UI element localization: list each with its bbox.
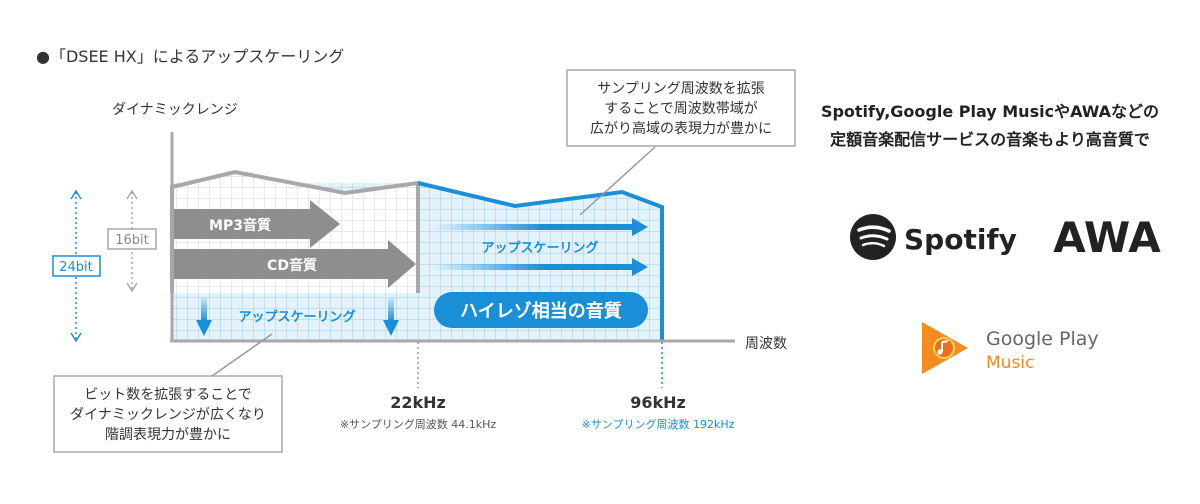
upscale-arrow-upper-shaft — [434, 224, 634, 230]
hires-outline — [417, 181, 664, 342]
range-24bit-top-arrow — [70, 189, 82, 200]
range-16bit-top-arrow — [126, 189, 138, 200]
gplay-wordmark-line-1: Google Play — [986, 328, 1099, 350]
google-play-music-logo: Google Play Music — [922, 322, 1099, 374]
freq-22khz-note: ※サンプリング周波数 44.1kHz — [340, 417, 497, 431]
down-arrow-right-head — [383, 320, 399, 336]
down-arrow-left-shaft — [201, 298, 207, 322]
cd-arrow — [174, 240, 416, 288]
label-16bit: 16bit — [115, 233, 149, 248]
callout-top-line-3: 広がり高域の表現力が豊かに — [590, 120, 772, 137]
upscale-arrow-lower-shaft — [434, 264, 634, 270]
callout-top-line-2: することで周波数帯域が — [604, 101, 758, 117]
down-arrow-left-head — [196, 320, 212, 336]
spotify-logo: Spotify — [850, 214, 1017, 260]
hires-badge-label: ハイレゾ相当の音質 — [460, 300, 622, 322]
label-24bit: 24bit — [59, 260, 93, 275]
upscale-arrow-lower-head — [632, 258, 648, 276]
down-arrow-right-shaft — [388, 298, 394, 322]
callout-bottom-line-2: ダイナミックレンジが広くなり — [70, 407, 266, 423]
callout-bottom-line-3: 階調表現力が豊かに — [105, 427, 231, 443]
callout-bottom-pointer — [211, 333, 273, 377]
services-line-1: Spotify,Google Play MusicやAWAなどの — [820, 102, 1160, 121]
label-16bit-box — [107, 228, 157, 250]
cd-label: CD音質 — [267, 257, 317, 274]
y-axis-label: ダイナミックレンジ — [112, 102, 238, 118]
mp3-arrow — [174, 200, 340, 248]
freq-96khz-label: 96kHz — [630, 393, 686, 412]
awa-logo: AWA — [1053, 213, 1161, 262]
callout-top-pointer — [579, 146, 656, 216]
freq-22khz-label: 22kHz — [390, 393, 446, 412]
hires-badge — [434, 292, 648, 328]
callout-top — [566, 69, 796, 147]
upscale-freq-label: アップスケーリング — [481, 240, 598, 256]
range-24bit-bottom-arrow — [70, 332, 82, 343]
spotify-wordmark: Spotify — [904, 223, 1017, 256]
page-title: ●「DSEE HX」によるアップスケーリング — [36, 47, 344, 66]
upscale-bit-label: アップスケーリング — [238, 309, 355, 325]
callout-top-line-1: サンプリング周波数を拡張 — [597, 81, 765, 97]
services-description: Spotify,Google Play MusicやAWAなどの 定額音楽配信サ… — [800, 98, 1180, 154]
label-24bit-box — [52, 255, 101, 277]
services-line-2: 定額音楽配信サービスの音楽もより高音質で — [830, 130, 1150, 149]
mp3-label: MP3音質 — [209, 217, 271, 234]
upscale-arrow-upper-head — [632, 218, 648, 236]
x-axis-label: 周波数 — [745, 336, 787, 352]
range-16bit-bottom-arrow — [126, 282, 138, 293]
freq-96khz-note: ※サンプリング周波数 192kHz — [582, 417, 735, 431]
callout-bottom-line-1: ビット数を拡張することで — [84, 387, 252, 403]
gplay-wordmark-line-2: Music — [986, 353, 1034, 373]
music-note-icon — [941, 340, 949, 352]
callout-bottom — [53, 375, 283, 453]
